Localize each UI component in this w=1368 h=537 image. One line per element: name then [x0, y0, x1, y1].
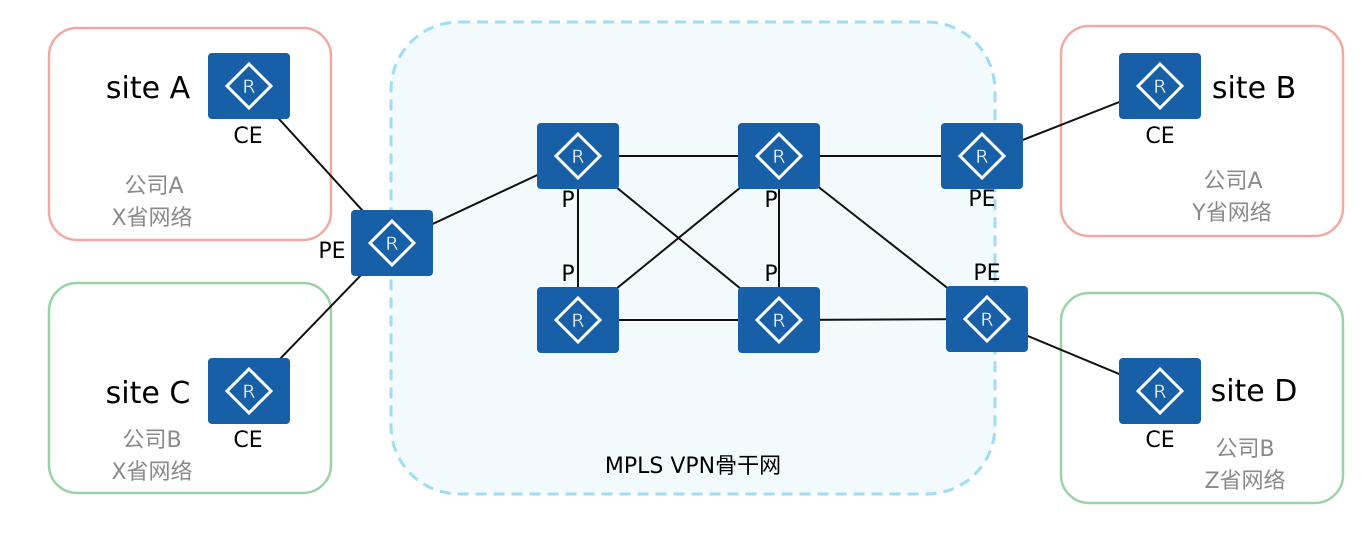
router-p4: R	[738, 287, 820, 353]
router-ce-b: R	[1119, 53, 1201, 119]
router-body	[941, 123, 1023, 189]
router-letter: R	[980, 309, 993, 331]
router-letter: R	[242, 381, 255, 403]
p1-label: P	[561, 188, 574, 213]
router-ce-c: R	[208, 358, 290, 424]
site-c-company: 公司B	[122, 428, 181, 453]
router-diamond-icon	[754, 131, 804, 181]
router-letter: R	[242, 76, 255, 98]
router-diamond-icon	[957, 131, 1007, 181]
site-b-name: site B	[1212, 71, 1296, 106]
backbone-label: MPLS VPN骨干网	[605, 454, 781, 479]
site-d-name: site D	[1211, 374, 1298, 409]
router-diamond-icon	[367, 218, 417, 268]
site-c-region: X省网络	[111, 460, 192, 485]
pe-top-right-label: PE	[968, 187, 995, 212]
site-d-region: Z省网络	[1204, 469, 1285, 494]
router-body	[1119, 53, 1201, 119]
router-p2: R	[738, 123, 820, 189]
ce-c-label: CE	[233, 428, 262, 453]
router-body	[351, 210, 433, 276]
router-diamond-icon	[224, 366, 274, 416]
site-box-d: site D 公司B Z省网络	[1059, 291, 1345, 505]
router-letter: R	[1153, 381, 1166, 403]
site-d-border	[1059, 291, 1345, 505]
backbone-area	[389, 20, 997, 496]
router-body	[208, 358, 290, 424]
router-pe-tr: R	[941, 123, 1023, 189]
ce-d-label: CE	[1145, 428, 1174, 453]
router-body	[1119, 358, 1201, 424]
backbone-network: MPLS VPN骨干网	[389, 20, 997, 496]
site-a-company: 公司A	[124, 174, 183, 199]
p2-label: P	[764, 188, 777, 213]
router-letter: R	[1153, 76, 1166, 98]
router-pe-br: R	[946, 286, 1028, 352]
router-body	[537, 287, 619, 353]
site-b-region: Y省网络	[1191, 201, 1271, 226]
site-d-company: 公司B	[1215, 437, 1274, 462]
site-c-border	[47, 281, 333, 495]
router-body	[208, 53, 290, 119]
pe-bottom-right-label: PE	[973, 261, 1000, 286]
router-body	[738, 123, 820, 189]
site-a-name: site A	[106, 71, 191, 106]
router-p3: R	[537, 287, 619, 353]
site-box-c: site C 公司B X省网络	[47, 281, 333, 495]
router-diamond-icon	[553, 131, 603, 181]
routers-layer: R R R R R R R R R R R	[208, 53, 1201, 424]
router-diamond-icon	[962, 294, 1012, 344]
p4-label: P	[764, 262, 777, 287]
router-body	[738, 287, 820, 353]
router-ce-d: R	[1119, 358, 1201, 424]
device-labels: CE CE CE CE PE PE PE P P P P	[233, 124, 1174, 453]
router-diamond-icon	[754, 295, 804, 345]
router-letter: R	[385, 233, 398, 255]
router-diamond-icon	[553, 295, 603, 345]
router-body	[537, 123, 619, 189]
site-b-company: 公司A	[1203, 169, 1262, 194]
router-letter: R	[772, 146, 785, 168]
router-diamond-icon	[224, 61, 274, 111]
site-box-b: site B 公司A Y省网络	[1059, 24, 1345, 238]
router-diamond-icon	[1135, 61, 1185, 111]
router-letter: R	[975, 146, 988, 168]
router-letter: R	[571, 146, 584, 168]
router-ce-a: R	[208, 53, 290, 119]
router-letter: R	[772, 310, 785, 332]
pe-left-label: PE	[318, 239, 345, 264]
router-pe-l: R	[351, 210, 433, 276]
router-p1: R	[537, 123, 619, 189]
site-c-name: site C	[106, 376, 191, 411]
site-a-region: X省网络	[111, 206, 192, 231]
ce-a-label: CE	[233, 124, 262, 149]
ce-b-label: CE	[1145, 124, 1174, 149]
router-letter: R	[571, 310, 584, 332]
router-diamond-icon	[1135, 366, 1185, 416]
router-body	[946, 286, 1028, 352]
p3-label: P	[561, 262, 574, 287]
